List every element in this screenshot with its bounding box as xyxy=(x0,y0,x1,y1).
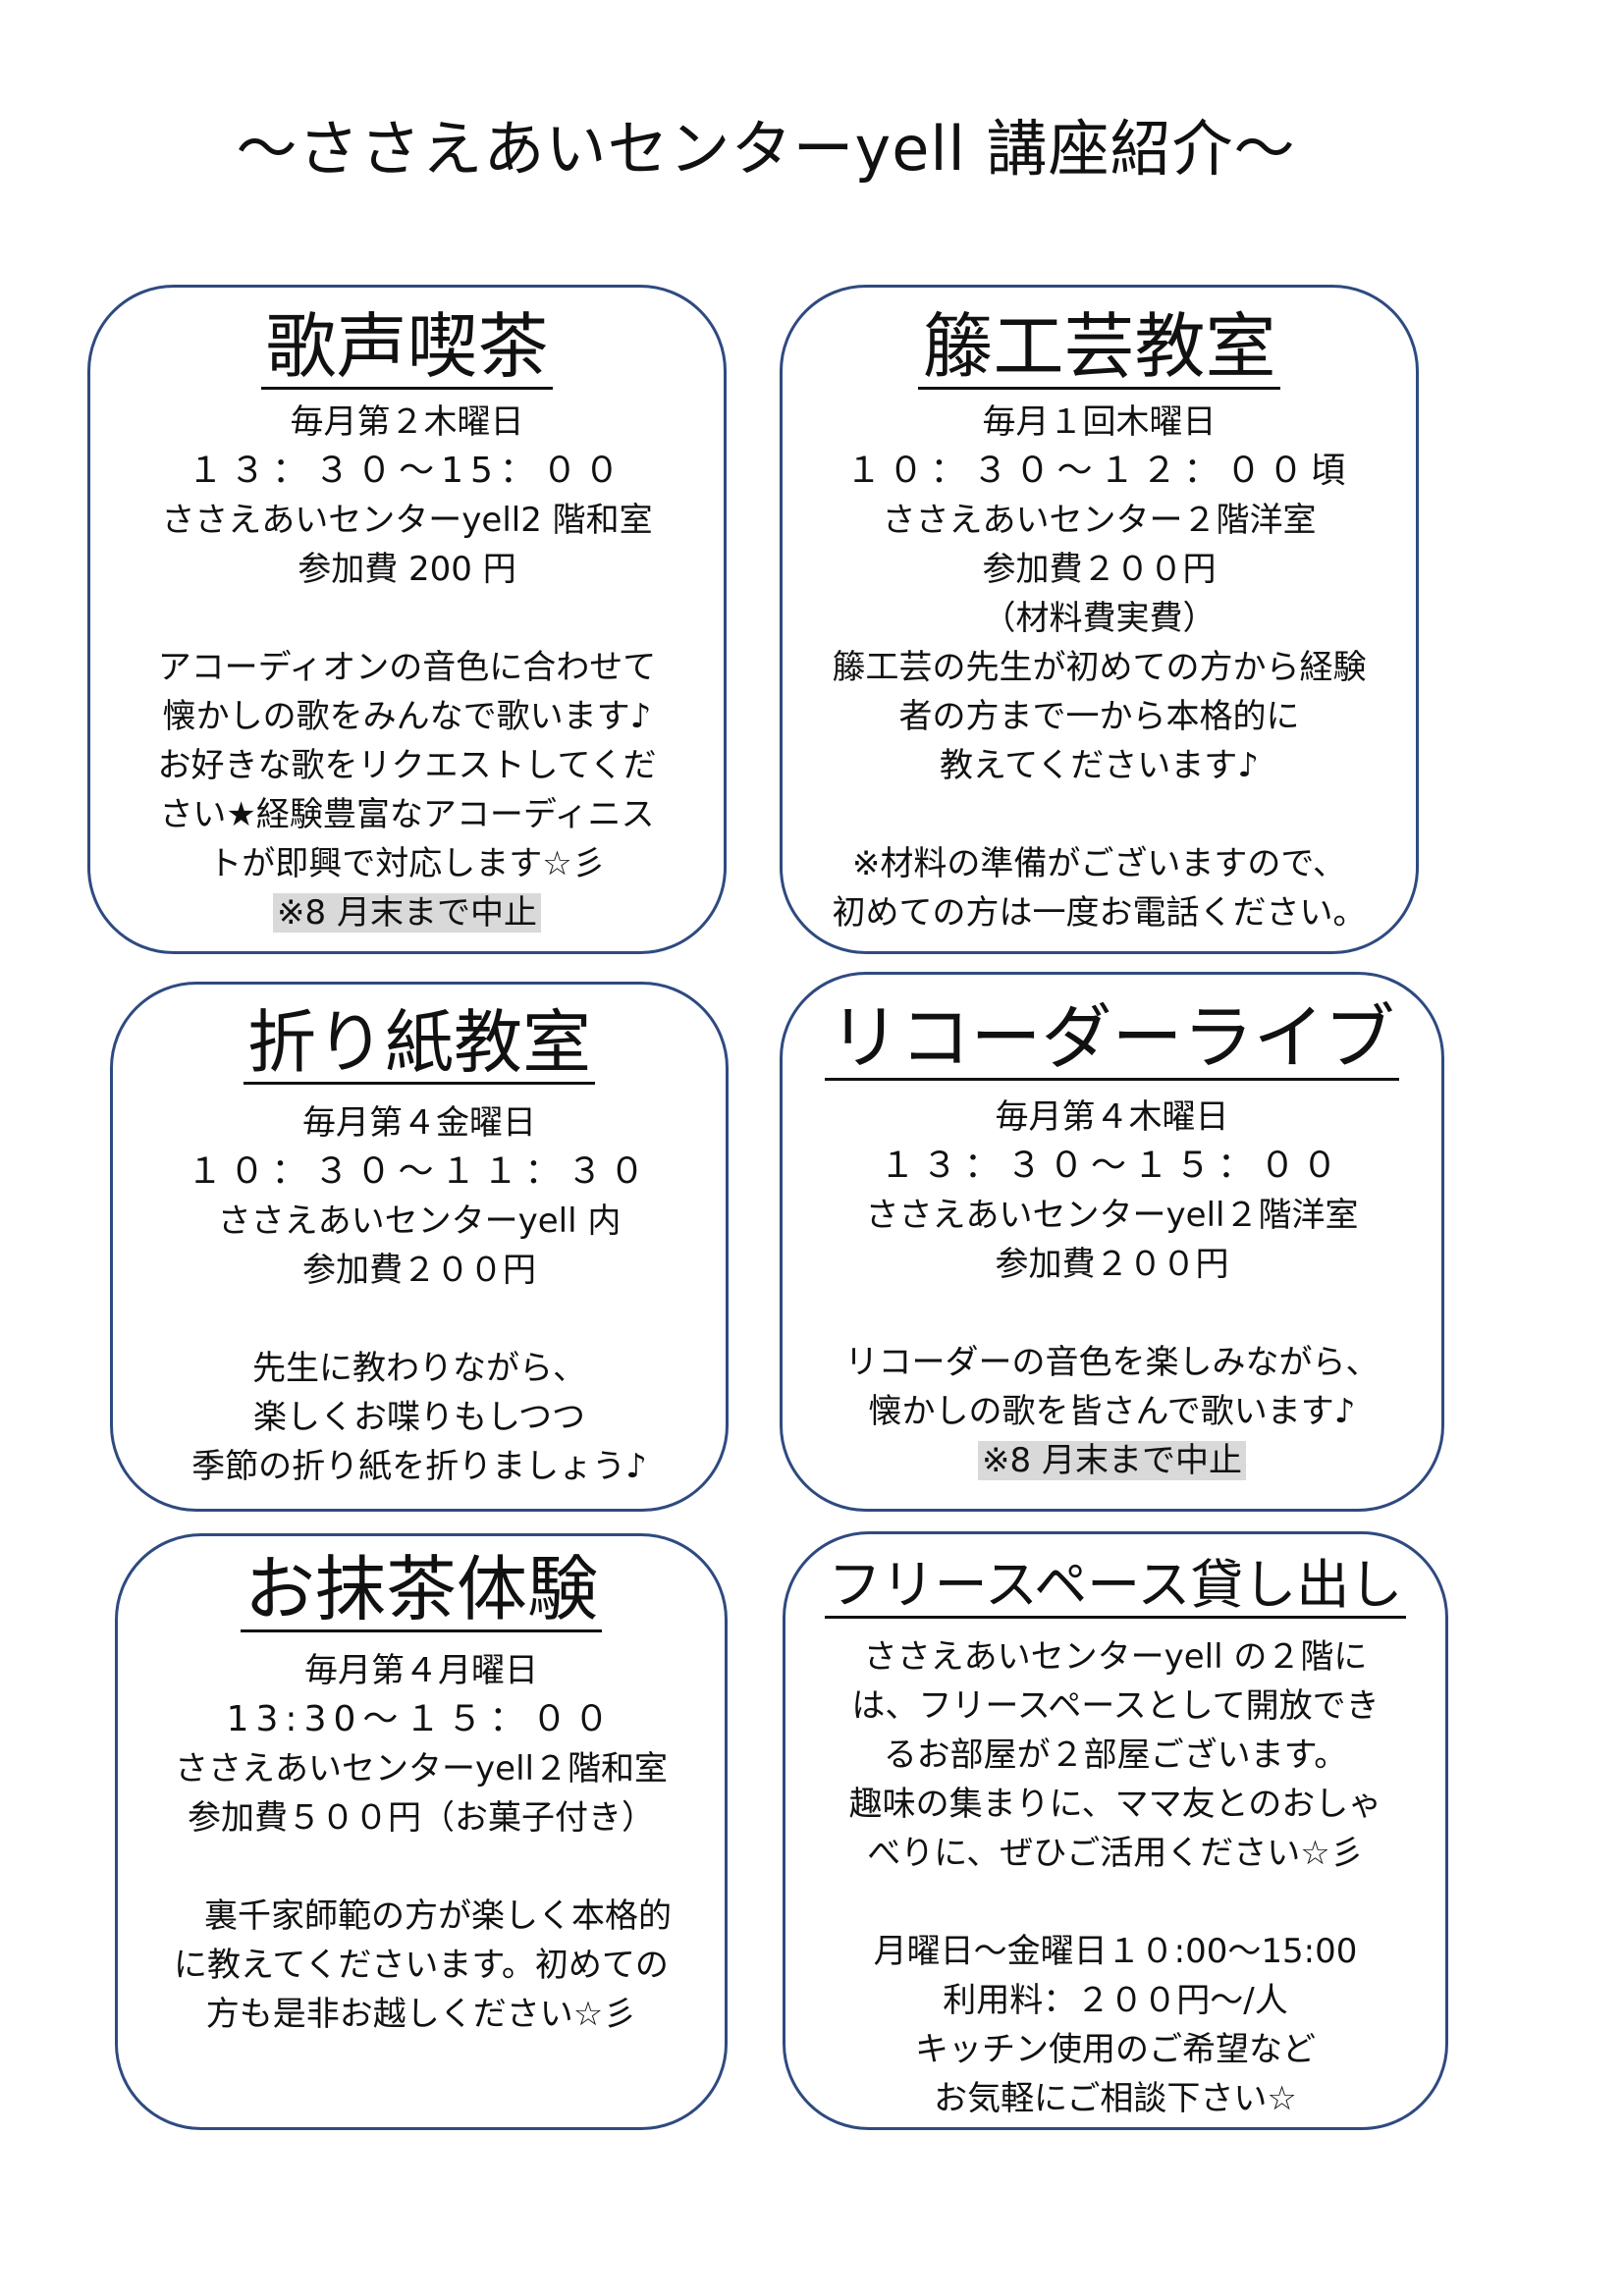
fee-text: 参加費２００円 xyxy=(982,550,1217,589)
card-origami: 折り紙教室 毎月第４金曜日 １０：３０〜１１：３０ ささえあいセンターyell … xyxy=(110,982,729,1512)
description-line: トが即興で対応します☆彡 xyxy=(208,844,606,883)
description-line: 籐工芸の先生が初めての方から経験 xyxy=(832,648,1367,687)
time-text: １３：３０〜１５：００ xyxy=(879,1146,1344,1186)
card-title: フリースペース貸し出し xyxy=(785,1554,1445,1619)
schedule-text: 毎月第４木曜日 xyxy=(995,1097,1229,1137)
hours-text: 月曜日〜金曜日１０:00〜15:00 xyxy=(873,1932,1358,1971)
description-line: 懐かしの歌をみんなで歌います♪ xyxy=(162,697,652,736)
description-line: 趣味の集まりに、ママ友とのおしゃ xyxy=(848,1785,1382,1824)
time-text: 13:30〜１５：００ xyxy=(226,1699,617,1739)
card-utagoe: 歌声喫茶 毎月第２木曜日 １３：３０〜15：００ ささえあいセンターyell2 … xyxy=(87,285,727,954)
spacer xyxy=(118,1842,725,1892)
schedule-text: 毎月第４金曜日 xyxy=(302,1103,536,1143)
location-text: ささえあいセンターyell２階和室 xyxy=(175,1749,668,1789)
description-line: リコーダーの音色を楽しみながら、 xyxy=(844,1343,1380,1382)
description-line: 季節の折り紙を折りましょう♪ xyxy=(191,1447,647,1486)
description-line: 裏千家師範の方が楽しく本格的 xyxy=(171,1896,672,1936)
card-body: 毎月第４月曜日 13:30〜１５：００ ささえあいセンターyell２階和室 参加… xyxy=(118,1646,725,2039)
card-rattan-craft: 籐工芸教室 毎月１回木曜日 １０：３０〜１２：００頃 ささえあいセンター２階洋室… xyxy=(780,285,1419,954)
card-title-text: リコーダーライブ xyxy=(825,1000,1399,1081)
schedule-text: 毎月１回木曜日 xyxy=(982,402,1217,442)
card-title-text: 折り紙教室 xyxy=(244,1006,595,1085)
note-line: ※材料の準備がございますので、 xyxy=(851,844,1347,883)
note-line: 初めての方は一度お電話ください。 xyxy=(832,893,1367,933)
card-title-text: 籐工芸教室 xyxy=(918,309,1280,390)
description-line: るお部屋が２部屋ございます。 xyxy=(883,1735,1348,1775)
description-line: に教えてくださいます。初めての xyxy=(174,1946,669,1985)
fee-text: 利用料：２００円〜/人 xyxy=(943,1981,1288,2020)
suspension-notice: ※8 月末まで中止 xyxy=(273,893,541,933)
fee-note: （材料費実費） xyxy=(982,599,1217,638)
card-title: 籐工芸教室 xyxy=(783,305,1416,390)
description-line: 者の方まで一から本格的に xyxy=(898,697,1300,736)
card-body: 毎月第２木曜日 １３：３０〜15：００ ささえあいセンターyell2 階和室 参… xyxy=(90,398,724,937)
location-text: ささえあいセンターyell２階洋室 xyxy=(865,1196,1359,1235)
description-line: 方も是非お越しください☆彡 xyxy=(205,1995,637,2034)
schedule-text: 毎月第４月曜日 xyxy=(304,1651,538,1690)
description-line: ささえあいセンターyell の２階に xyxy=(863,1637,1368,1677)
description-line: 先生に教わりながら、 xyxy=(252,1349,586,1388)
card-body: 毎月１回木曜日 １０：３０〜１２：００頃 ささえあいセンター２階洋室 参加費２０… xyxy=(783,398,1416,937)
description-line: お好きな歌をリクエストしてくだ xyxy=(157,746,657,785)
card-title-text: 歌声喫茶 xyxy=(261,309,553,390)
card-free-space-rental: フリースペース貸し出し ささえあいセンターyell の２階に は、フリースペース… xyxy=(783,1531,1448,2130)
fee-text: 参加費２００円 xyxy=(995,1245,1229,1284)
card-title: お抹茶体験 xyxy=(118,1548,725,1632)
spacer xyxy=(783,1289,1441,1338)
description-line: アコーディオンの音色に合わせて xyxy=(157,648,657,687)
note-line: お気軽にご相談下さい☆ xyxy=(934,2079,1297,2118)
location-text: ささえあいセンター２階洋室 xyxy=(882,501,1317,540)
spacer xyxy=(785,1878,1445,1927)
suspension-notice: ※8 月末まで中止 xyxy=(978,1441,1246,1480)
spacer xyxy=(783,790,1416,839)
card-matcha: お抹茶体験 毎月第４月曜日 13:30〜１５：００ ささえあいセンターyell２… xyxy=(115,1533,728,2130)
description-line: べりに、ぜひご活用ください☆彡 xyxy=(867,1834,1364,1873)
time-text: １０：３０〜１２：００頃 xyxy=(845,451,1353,491)
card-body: 毎月第４金曜日 １０：３０〜１１：３０ ささえあいセンターyell 内 参加費２… xyxy=(113,1098,726,1491)
card-body: 毎月第４木曜日 １３：３０〜１５：００ ささえあいセンターyell２階洋室 参加… xyxy=(783,1093,1441,1485)
card-recorder-live: リコーダーライブ 毎月第４木曜日 １３：３０〜１５：００ ささえあいセンターye… xyxy=(780,972,1444,1512)
description-line: は、フリースペースとして開放でき xyxy=(851,1686,1380,1726)
card-title: 折り紙教室 xyxy=(113,1002,726,1085)
card-title: リコーダーライブ xyxy=(783,996,1441,1081)
card-title-text: お抹茶体験 xyxy=(240,1552,602,1632)
location-text: ささえあいセンターyell 内 xyxy=(217,1201,622,1241)
card-title-text: フリースペース貸し出し xyxy=(824,1557,1407,1619)
schedule-text: 毎月第２木曜日 xyxy=(290,402,524,442)
fee-text: 参加費 200 円 xyxy=(298,550,516,589)
description-line: さい★経験豊富なアコーディニス xyxy=(159,795,655,834)
notice-line: ※8 月末まで中止 xyxy=(783,1436,1441,1485)
description-line: 楽しくお喋りもしつつ xyxy=(253,1398,585,1437)
time-text: １３：３０〜15：００ xyxy=(188,451,626,491)
description-line: 懐かしの歌を皆さんで歌います♪ xyxy=(868,1392,1356,1431)
fee-text: 参加費５００円（お菓子付き） xyxy=(188,1798,655,1838)
description-line: 教えてくださいます♪ xyxy=(940,746,1259,785)
spacer xyxy=(113,1295,726,1344)
time-text: １０：３０〜１１：３０ xyxy=(187,1151,652,1192)
page-title: ～ささえあいセンターyell 講座紹介～ xyxy=(236,113,1296,185)
note-line: キッチン使用のご希望など xyxy=(915,2030,1316,2069)
card-title: 歌声喫茶 xyxy=(90,305,724,390)
card-body: ささえあいセンターyell の２階に は、フリースペースとして開放でき るお部屋… xyxy=(785,1632,1445,2123)
spacer xyxy=(90,594,724,643)
location-text: ささえあいセンターyell2 階和室 xyxy=(161,501,653,540)
fee-text: 参加費２００円 xyxy=(302,1251,536,1290)
notice-line: ※8 月末まで中止 xyxy=(90,888,724,937)
